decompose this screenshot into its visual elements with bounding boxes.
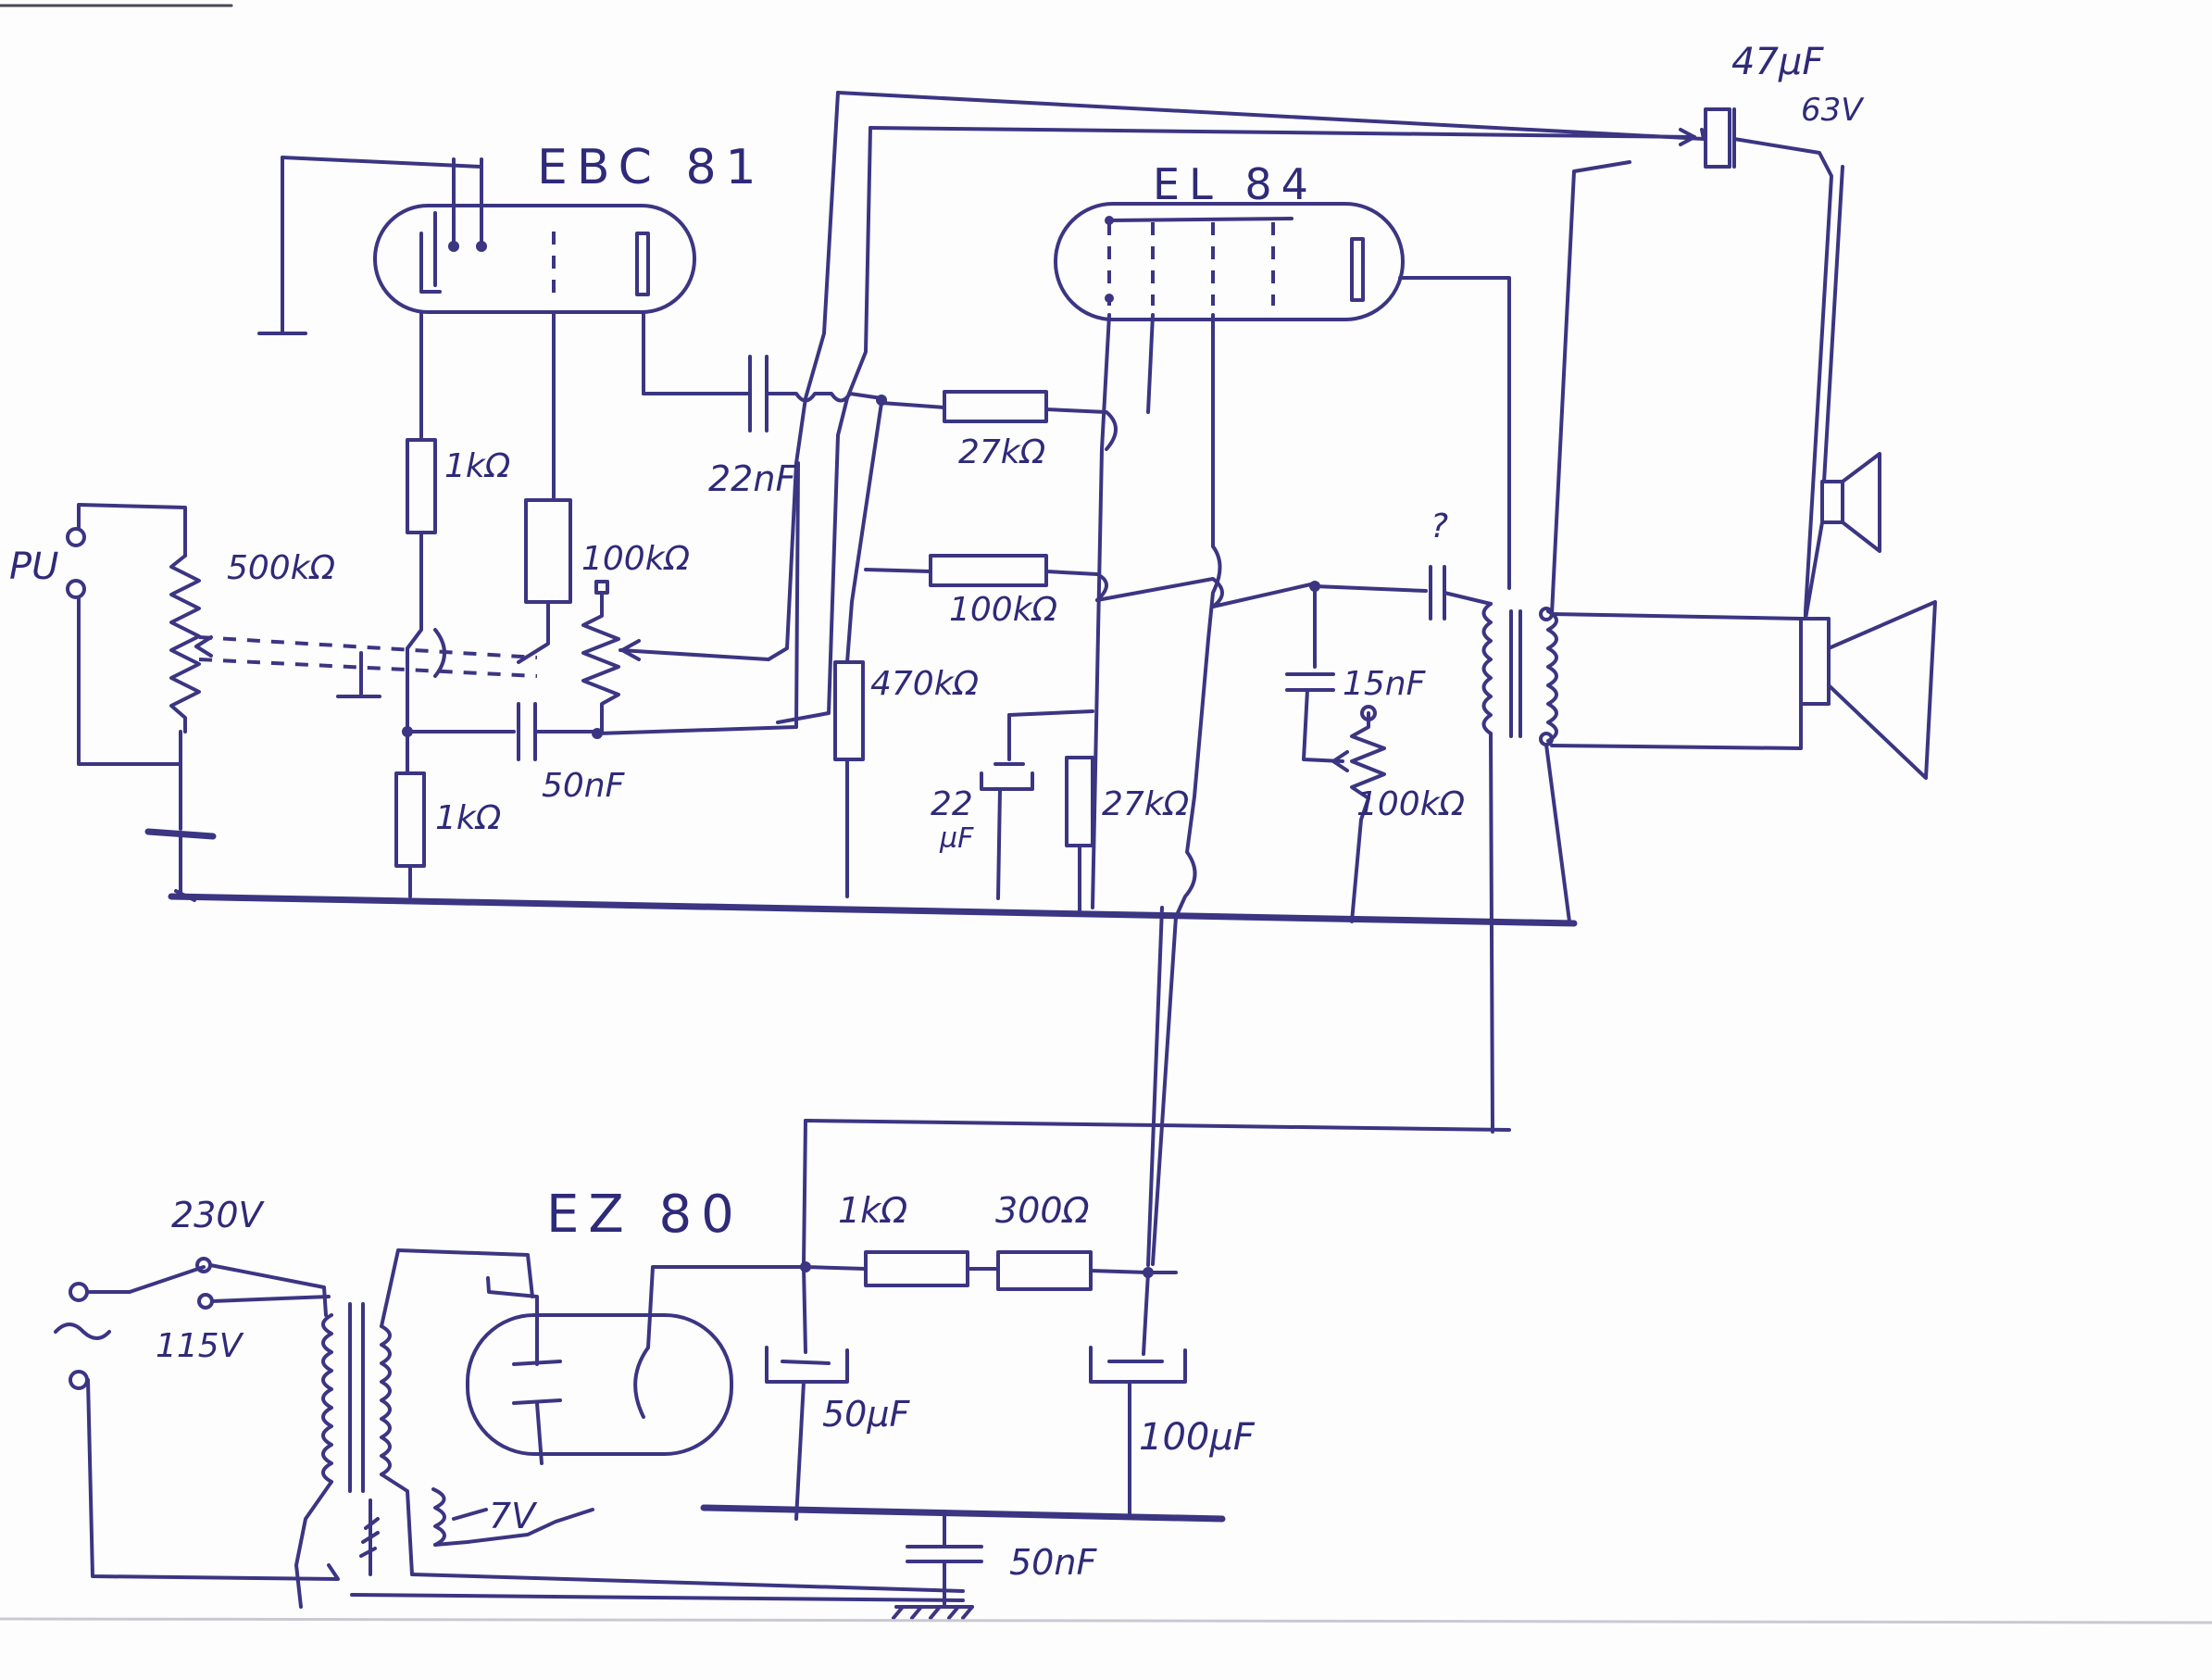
resistor-grid-stop-27k (943, 390, 1048, 423)
resistor-cathode-27k (1065, 756, 1094, 847)
output-transformer-secondary (1546, 609, 1558, 743)
pickup-input (66, 503, 217, 902)
label-c-filter1: 50µF (822, 1394, 911, 1435)
label-c-output: 47µF (1731, 41, 1824, 83)
label-r-cathode2: 1kΩ (435, 799, 502, 837)
resistor-cathode-1k-b (394, 771, 426, 868)
ez80-tube (466, 1265, 807, 1465)
label-r-grid-stop: 27kΩ (958, 433, 1046, 471)
mains-transformer-secondary (380, 1324, 392, 1476)
label-c-output-voltage: 63V (1801, 92, 1865, 129)
el84-tube (1054, 202, 1405, 321)
pot-tone-100k (1350, 711, 1386, 923)
capacitor-filter-50uf (781, 1360, 831, 1365)
label-mains-115: 115V (156, 1327, 244, 1365)
label-volume-pot: 500kΩ (227, 549, 336, 587)
output-transformer-primary (1481, 602, 1493, 735)
heater-winding (431, 1487, 446, 1547)
label-c-cathode: 22 (931, 785, 973, 823)
hv-ground-bus (700, 1504, 1226, 1523)
label-c-cathode-unit: µF (939, 822, 974, 855)
capacitor-output-47uf (1704, 107, 1731, 169)
label-tone-pot: 100kΩ (1356, 785, 1466, 823)
label-mains-230: 230V (171, 1195, 266, 1235)
resistor-feedback-100k (929, 554, 1048, 587)
ebc81-tube (281, 156, 696, 335)
speaker-icon (1799, 600, 1937, 780)
label-c-coupling: 22nF (708, 458, 796, 499)
label-pickup: PU (9, 545, 58, 588)
resistor-filter-300 (996, 1250, 1093, 1291)
label-r-grid-leak: 470kΩ (870, 665, 980, 703)
mains-transformer-primary (321, 1313, 333, 1484)
label-r-plate: 100kΩ (581, 540, 691, 578)
pot-feedback-100k (581, 591, 620, 733)
label-c-feedback: 50nF (542, 767, 626, 805)
resistor-filter-1k (864, 1250, 969, 1287)
ground-bus (168, 893, 1578, 927)
label-r-cathode1: 1kΩ (444, 447, 511, 485)
resistor-plate-100k (524, 498, 572, 604)
resistor-cathode-1k (406, 438, 437, 534)
tube-label-ebc81: EBC 81 (537, 140, 766, 195)
ac-source-icon (54, 1282, 111, 1390)
label-c-tone-unknown: ? (1431, 508, 1448, 545)
label-c-chassis: 50nF (1009, 1542, 1097, 1583)
ground-symbol-input (144, 828, 217, 840)
tube-label-el84: EL 84 (1153, 159, 1318, 209)
label-c-tone: 15nF (1343, 665, 1427, 703)
tube-label-ez80: EZ 80 (546, 1185, 744, 1245)
label-r-feedback: 100kΩ (949, 591, 1058, 629)
label-r-cathode-out: 27kΩ (1102, 785, 1190, 823)
label-r-filter1: 1kΩ (838, 1190, 907, 1231)
speaker-icon-tweeter (1820, 452, 1881, 553)
label-c-filter2: 100µF (1139, 1416, 1256, 1459)
label-r-filter2: 300Ω (995, 1190, 1090, 1231)
pot-volume-500k (169, 554, 201, 733)
label-heater: 7V (489, 1496, 538, 1536)
resistor-grid-leak-470k (833, 660, 865, 761)
